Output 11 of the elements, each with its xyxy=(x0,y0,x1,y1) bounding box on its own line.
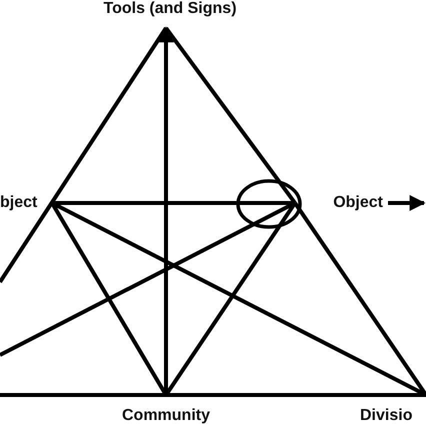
vertex-label: Divisio xyxy=(360,407,412,425)
line xyxy=(0,26,168,284)
vertex-label: Tools (and Signs) xyxy=(103,0,237,18)
line xyxy=(166,393,426,397)
line xyxy=(164,26,297,204)
arrow xyxy=(388,195,426,211)
vertex-label: Community xyxy=(122,407,210,425)
vertex-label: Object xyxy=(333,194,383,212)
line xyxy=(52,201,295,205)
vertex-label: bject xyxy=(0,194,38,212)
line xyxy=(0,393,166,397)
